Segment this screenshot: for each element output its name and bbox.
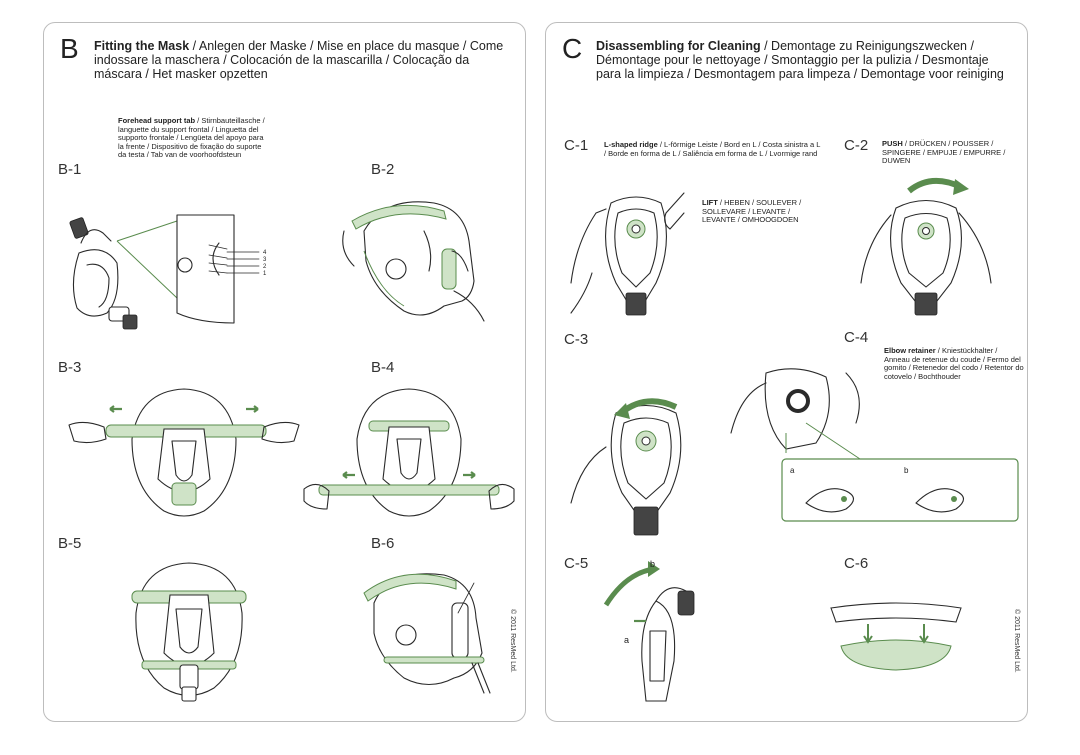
- copyright-b: © 2011 ResMed Ltd.: [509, 609, 516, 673]
- l-shaped-ridge-bold: L-shaped ridge: [604, 140, 658, 149]
- tab-number-2: 2: [263, 264, 267, 270]
- elbow-retainer-label: Elbow retainer / Kniestückhalter / Annea…: [884, 346, 1024, 381]
- step-b3: B-3: [58, 359, 82, 376]
- forehead-support-tab-label: Forehead support tab / Stirnbauteillasch…: [118, 116, 268, 160]
- section-title-bold: Disassembling for Cleaning: [596, 39, 761, 53]
- figure-b4-lower-straps: [303, 388, 515, 517]
- c5-label-b: b: [650, 559, 655, 569]
- lift-translations: / HEBEN / SOULEVER / SOLLEVARE / LEVANTE…: [702, 198, 802, 224]
- figure-c5-separate: b a: [603, 559, 695, 702]
- step-c6: C-6: [844, 555, 869, 572]
- tab-number-3: 3: [263, 257, 267, 263]
- push-translations: / DRÜCKEN / POUSSER / SPINGERE / EMPUJE …: [882, 139, 1006, 165]
- step-c1: C-1: [564, 137, 589, 154]
- figure-b5-fitted-front: [131, 562, 247, 702]
- step-b4: B-4: [371, 359, 395, 376]
- figure-b2-head-side: [342, 201, 485, 322]
- step-c3: C-3: [564, 331, 589, 348]
- section-title-bold: Fitting the Mask: [94, 39, 190, 53]
- elbow-retainer-bold: Elbow retainer: [884, 346, 936, 355]
- section-title: Disassembling for Cleaning / Demontage z…: [596, 39, 1016, 81]
- step-c2: C-2: [844, 137, 869, 154]
- figure-b3-headgear-front: [68, 388, 300, 517]
- section-title: Fitting the Mask / Anlegen der Maske / M…: [94, 39, 514, 81]
- figure-c2-push: [860, 178, 992, 316]
- figure-b6-fitted-side: [363, 573, 491, 694]
- figure-c1-lift-ridge: [570, 192, 685, 316]
- lift-bold: LIFT: [702, 198, 718, 207]
- figure-c3-rotate: [570, 398, 682, 536]
- panel-disassembling-for-cleaning: C Disassembling for Cleaning / Demontage…: [545, 22, 1028, 722]
- section-letter: B: [60, 33, 79, 64]
- step-b5: B-5: [58, 535, 82, 552]
- tab-number-4: 4: [263, 250, 267, 256]
- elbow-retainer-translations: / Kniestückhalter / Anneau de retenue du…: [884, 346, 1024, 381]
- lift-label: LIFT / HEBEN / SOULEVER / SOLLEVARE / LE…: [702, 198, 802, 225]
- figure-b1-mask-tab: 4 3 2 1: [69, 214, 267, 330]
- figure-c6-cushion: [830, 602, 962, 671]
- push-label: PUSH / DRÜCKEN / POUSSER / SPINGERE / EM…: [882, 139, 1024, 166]
- push-bold: PUSH: [882, 139, 903, 148]
- section-title-translations: / Demontage zu Reinigungszwecken / Démon…: [596, 39, 1004, 81]
- forehead-support-tab-translations: / Stirnbauteillasche / languette du supp…: [118, 116, 265, 159]
- l-shaped-ridge-translations: / L-förmige Leiste / Bord en L / Costa s…: [604, 140, 821, 158]
- step-b6: B-6: [371, 535, 395, 552]
- sub-label-a: a: [790, 466, 795, 475]
- l-shaped-ridge-label: L-shaped ridge / L-förmige Leiste / Bord…: [604, 140, 824, 158]
- tab-number-1: 1: [263, 271, 267, 277]
- section-letter: C: [562, 33, 583, 64]
- forehead-support-tab-bold: Forehead support tab: [118, 116, 196, 125]
- step-b2: B-2: [371, 161, 395, 178]
- step-b1: B-1: [58, 161, 82, 178]
- step-c4: C-4: [844, 329, 869, 346]
- panel-fitting-the-mask: B Fitting the Mask / Anlegen der Maske /…: [43, 22, 526, 722]
- sub-label-b: b: [904, 466, 909, 475]
- figure-c4-elbow-retainer: a b: [730, 368, 1019, 522]
- step-c5: C-5: [564, 555, 589, 572]
- section-title-translations: / Anlegen der Maske / Mise en place du m…: [94, 39, 504, 81]
- c5-label-a: a: [624, 635, 629, 645]
- copyright-c: © 2011 ResMed Ltd.: [1013, 609, 1020, 673]
